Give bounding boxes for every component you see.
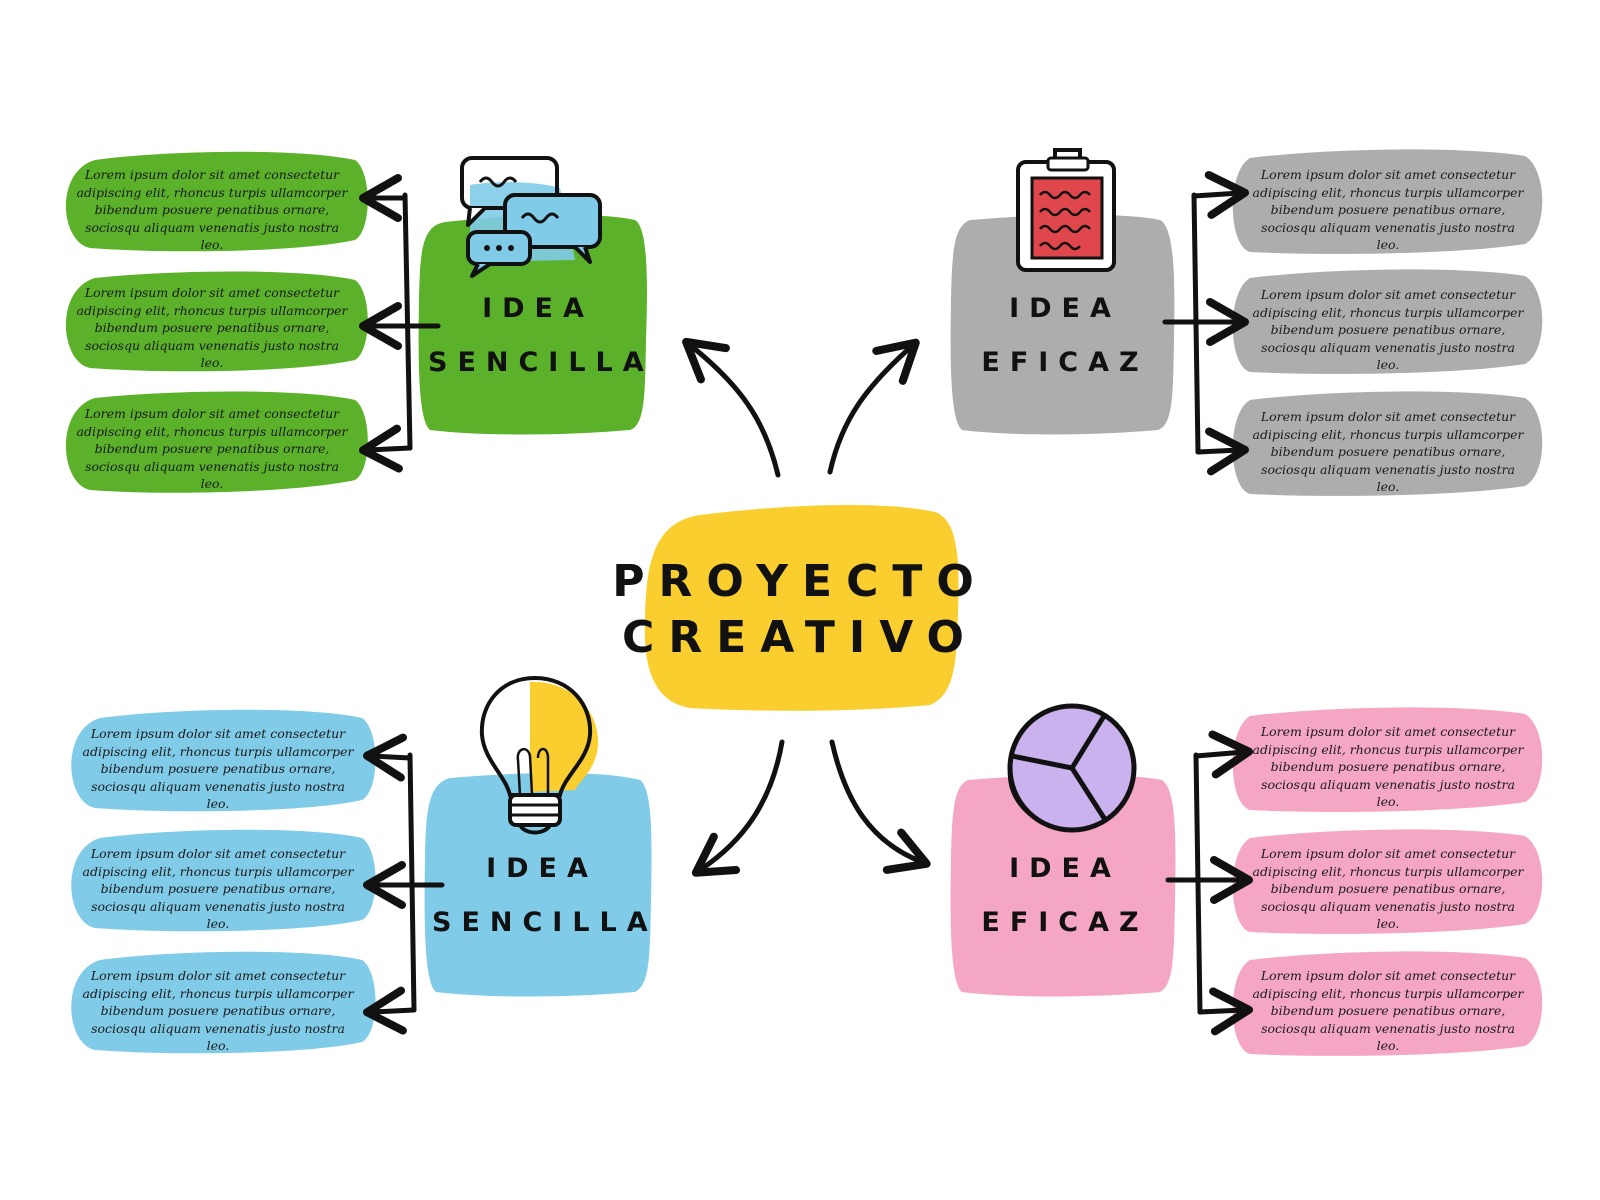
chat-bubbles-icon <box>460 156 602 278</box>
bubble-text: Lorem ipsum dolor sit amet consectetur a… <box>82 968 354 1053</box>
branch-title-top-right: IDEA EFICAZ <box>955 282 1175 390</box>
bubble-shape <box>71 829 376 932</box>
bubble-shape <box>1232 391 1543 496</box>
title-line1: IDEA <box>486 853 598 884</box>
connector-arrow <box>363 986 417 1035</box>
bubble-text: Lorem ipsum dolor sit amet consectetur a… <box>1252 167 1524 252</box>
title-line2: SENCILLA <box>432 907 658 938</box>
bubble-shape <box>1232 829 1543 934</box>
bubble-text: Lorem ipsum dolor sit amet consectetur a… <box>82 726 354 811</box>
bubble-shape <box>71 951 376 1054</box>
branch-top-right <box>950 148 1543 496</box>
center-title-line2: CREATIVO <box>622 612 978 663</box>
bubble-shape <box>1232 951 1543 1056</box>
title-line1: IDEA <box>482 293 594 324</box>
connector-arrow <box>1191 170 1249 219</box>
bubble-shape <box>65 391 368 493</box>
bubble-text: Lorem ipsum dolor sit amet consectetur a… <box>1252 846 1524 931</box>
connector-arrow <box>359 424 413 473</box>
arrow-to-bottom-left <box>691 739 785 877</box>
connector-arrow <box>1195 427 1249 476</box>
bubble-shape <box>71 709 376 812</box>
title-line2: EFICAZ <box>981 347 1149 378</box>
branch-title-bottom-right: IDEA EFICAZ <box>955 842 1175 950</box>
bubble-text: Lorem ipsum dolor sit amet consectetur a… <box>82 846 354 931</box>
title-line1: IDEA <box>1009 853 1121 884</box>
bubble-shape <box>1232 707 1543 812</box>
branch-top-left <box>65 151 647 493</box>
arrow-to-top-left <box>682 337 781 478</box>
pie-chart-icon <box>1007 703 1137 833</box>
bracket-line <box>1193 752 1203 1015</box>
branch-box <box>950 214 1175 435</box>
bubble-text: Lorem ipsum dolor sit amet consectetur a… <box>76 167 348 252</box>
bubble-text: Lorem ipsum dolor sit amet consectetur a… <box>76 285 348 370</box>
arrow-to-top-right <box>827 338 920 475</box>
branch-bottom-left <box>71 675 652 1054</box>
bubble-text: Lorem ipsum dolor sit amet consectetur a… <box>76 406 348 491</box>
bubble-text: Lorem ipsum dolor sit amet consectetur a… <box>1252 724 1524 809</box>
center-title: PROYECTO CREATIVO <box>612 510 974 710</box>
connector-arrow <box>1197 987 1253 1036</box>
title-line2: SENCILLA <box>428 347 654 378</box>
branch-box <box>424 773 652 997</box>
bubble-shape <box>1232 149 1543 254</box>
title-line2: EFICAZ <box>981 907 1149 938</box>
branch-title-bottom-left: IDEA SENCILLA <box>432 842 652 950</box>
bubble-text: Lorem ipsum dolor sit amet consectetur a… <box>1252 968 1524 1053</box>
bubble-text: Lorem ipsum dolor sit amet consectetur a… <box>1252 287 1524 372</box>
bubble-shape <box>65 151 368 252</box>
connector-arrow <box>1193 730 1253 779</box>
branch-bottom-right <box>950 703 1543 1056</box>
bracket-line <box>402 192 413 451</box>
bubble-shape <box>65 271 368 372</box>
lightbulb-icon <box>479 675 599 835</box>
branch-title-top-left: IDEA SENCILLA <box>428 282 648 390</box>
bubble-shape <box>1232 269 1543 374</box>
branch-box <box>950 774 1176 997</box>
title-line1: IDEA <box>1009 293 1121 324</box>
center-title-line1: PROYECTO <box>612 556 988 607</box>
bubble-text: Lorem ipsum dolor sit amet consectetur a… <box>1252 409 1524 494</box>
connector-arrow <box>363 733 413 782</box>
center-node-shape <box>644 504 959 711</box>
arrow-to-bottom-right <box>829 739 931 874</box>
clipboard-icon <box>1016 148 1116 272</box>
